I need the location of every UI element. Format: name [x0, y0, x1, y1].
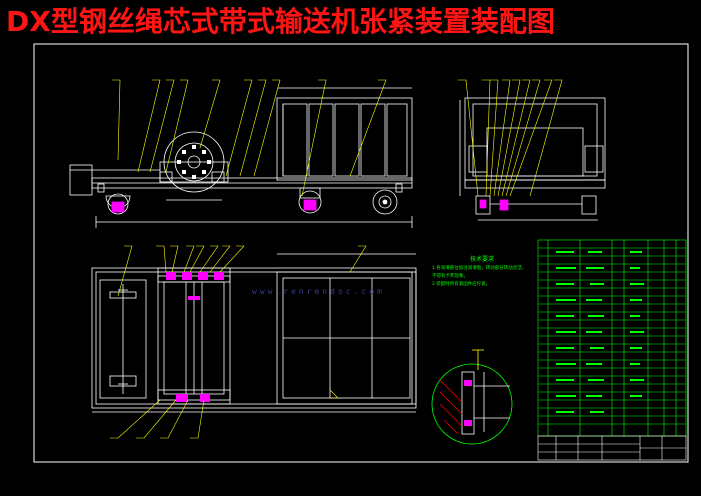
detail-view	[431, 349, 513, 445]
bom-table	[537, 239, 687, 437]
title-block	[537, 435, 687, 461]
tech-requirements-heading: 技术要求	[469, 256, 494, 263]
bom-entries	[556, 251, 644, 413]
drawing-title: DX型钢丝绳芯式带式输送机张紧装置装配图	[6, 5, 555, 38]
tech-requirement-item: 1.各润滑部位加注润滑脂，转动部分转动灵活，	[432, 266, 527, 271]
bom-rows	[538, 247, 686, 425]
plan-view	[91, 253, 417, 413]
technical-requirements: 技术要求 1.各润滑部位加注润滑脂，转动部分转动灵活， 不得有卡死现象。 2.装…	[432, 256, 532, 289]
front-view	[69, 87, 413, 228]
front-view-leaders	[112, 79, 387, 197]
side-view-leaders	[458, 79, 563, 197]
plan-view-accents	[166, 272, 224, 402]
watermark-text: www.renrendoc.com	[252, 287, 385, 296]
tech-requirement-item: 2.装配时所有紧固件应拧紧。	[432, 282, 491, 287]
tech-requirement-item: 不得有卡死现象。	[432, 274, 468, 279]
side-view	[459, 97, 606, 221]
plan-view-leaders	[110, 245, 367, 439]
